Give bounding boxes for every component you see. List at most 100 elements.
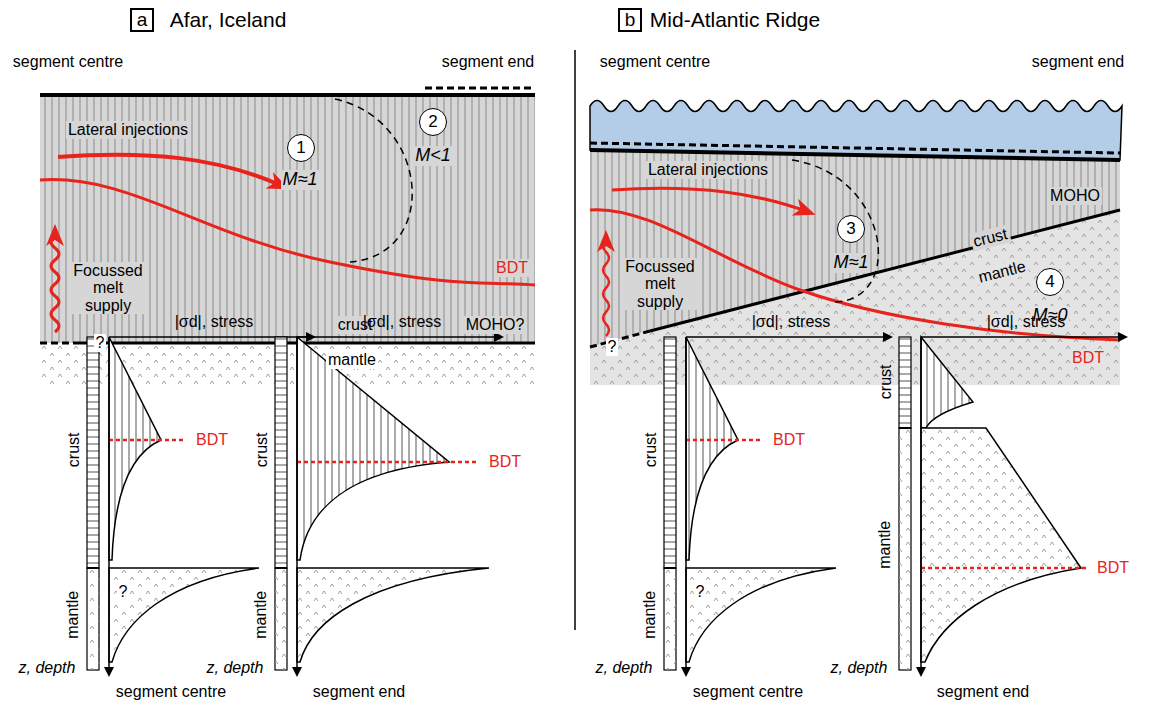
- callout-circle: 4: [1036, 268, 1064, 296]
- plot-stroke: [686, 439, 761, 442]
- axis-label: |σd|, stress: [987, 313, 1066, 331]
- plot-stroke: [899, 428, 911, 670]
- plot-stroke: [87, 567, 99, 569]
- axis-label: z, depth: [207, 659, 264, 677]
- plot-stroke: [921, 567, 1086, 570]
- layer-label: crust: [64, 433, 82, 468]
- plot-stroke: [109, 568, 259, 662]
- bdt-label: BDT: [1070, 349, 1106, 367]
- callout-circle: 2: [419, 108, 447, 136]
- plot-stroke: [899, 427, 911, 429]
- plot-stroke: [297, 568, 489, 662]
- position-label: segment end: [937, 683, 1030, 701]
- plot-stroke: [297, 568, 489, 662]
- plot-stroke: [297, 337, 449, 560]
- callout-number: 4: [1045, 272, 1054, 292]
- plot-stroke: [109, 568, 259, 662]
- axis-label: |σd|, stress: [752, 313, 831, 331]
- position-label: segment end: [1032, 53, 1125, 71]
- callout-number: 1: [296, 138, 305, 158]
- plot-stroke: [109, 439, 184, 442]
- process-label: Focussed melt supply: [622, 258, 698, 311]
- plot-stroke: [87, 337, 99, 568]
- plot-stroke: [664, 568, 676, 670]
- position-label: segment centre: [116, 683, 226, 701]
- position-label: segment centre: [693, 683, 803, 701]
- panel-letter-box: b: [618, 8, 642, 32]
- bdt-label: BDT: [494, 259, 530, 277]
- position-label: segment end: [442, 53, 535, 71]
- plot-stroke: [921, 336, 1126, 338]
- panel-title: Afar, Iceland: [170, 8, 287, 31]
- plot-stroke: [899, 428, 911, 670]
- plot-stroke: [664, 568, 676, 670]
- plot-stroke: [686, 336, 891, 338]
- plot-stroke: [297, 336, 502, 338]
- moho-label: MOHO?: [464, 316, 527, 334]
- unknown-mark: ?: [94, 334, 107, 352]
- axis-label: z, depth: [19, 659, 76, 677]
- layer-label: mantle: [876, 521, 894, 569]
- plot-stroke: [685, 337, 687, 675]
- plot-stroke: [921, 337, 973, 428]
- panel-letter-box: a: [130, 8, 154, 32]
- melt-ratio: M<1: [413, 146, 453, 166]
- position-label: segment end: [313, 683, 406, 701]
- position-label: segment centre: [600, 53, 710, 71]
- unknown-mark: ?: [117, 583, 130, 601]
- melt-ratio: M≈1: [281, 170, 320, 190]
- axis-label: |σd|, stress: [363, 313, 442, 331]
- axis-label: z, depth: [596, 659, 653, 677]
- moho-label: MOHO: [1048, 187, 1102, 205]
- axis-label: z, depth: [831, 659, 888, 677]
- plot-stroke: [275, 568, 287, 670]
- layer-label: crust: [876, 365, 894, 400]
- bdt-label: BDT: [771, 431, 807, 449]
- unknown-mark: ?: [606, 338, 619, 356]
- plot-stroke: [664, 567, 676, 569]
- plot-stroke: [297, 461, 477, 464]
- plot-stroke: [296, 337, 298, 675]
- plot-stroke: [686, 568, 836, 662]
- callout-number: 3: [846, 219, 855, 239]
- bdt-label: BDT: [1095, 559, 1131, 577]
- layer-label: mantle: [326, 351, 378, 369]
- callout-circle: 3: [837, 215, 865, 243]
- plot-stroke: [921, 428, 1081, 662]
- plot-stroke: [108, 337, 110, 675]
- unknown-mark: ?: [694, 583, 707, 601]
- plot-stroke: [275, 568, 287, 670]
- layer-label: mantle: [64, 591, 82, 639]
- plot-stroke: [87, 568, 99, 670]
- callout-number: 2: [428, 112, 437, 132]
- melt-ratio: M≈1: [832, 253, 871, 273]
- plot-stroke: [921, 428, 1081, 662]
- plot-stroke: [275, 567, 287, 569]
- layer-label: crust: [641, 433, 659, 468]
- plot-stroke: [275, 337, 287, 568]
- process-label: Lateral injections: [646, 161, 770, 179]
- panel-letter: a: [137, 9, 148, 31]
- callout-circle: 1: [287, 134, 315, 162]
- process-label: Lateral injections: [66, 121, 190, 139]
- position-label: segment centre: [13, 53, 123, 71]
- plot-stroke: [664, 337, 676, 568]
- plot-stroke: [686, 337, 738, 560]
- layer-label: crust: [252, 433, 270, 468]
- bdt-label: BDT: [194, 431, 230, 449]
- panel-title: Mid-Atlantic Ridge: [650, 8, 820, 31]
- process-label: Focussed melt supply: [70, 262, 146, 315]
- layer-label: mantle: [641, 591, 659, 639]
- layer-label: mantle: [252, 591, 270, 639]
- panel-letter: b: [625, 9, 636, 31]
- bdt-label: BDT: [487, 453, 523, 471]
- plot-stroke: [920, 337, 922, 675]
- plot-stroke: [109, 337, 161, 560]
- plot-stroke: [686, 568, 836, 662]
- plot-stroke: [87, 568, 99, 670]
- plot-stroke: [899, 337, 911, 428]
- axis-label: |σd|, stress: [175, 313, 254, 331]
